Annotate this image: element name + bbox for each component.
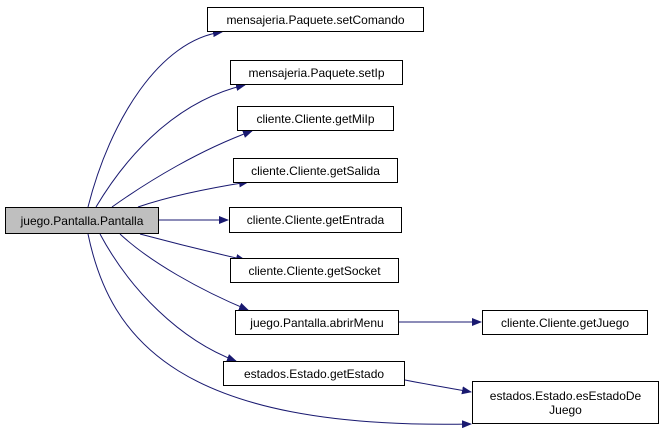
node-getsalida[interactable]: cliente.Cliente.getSalida: [233, 158, 398, 183]
node-label: cliente.Cliente.getEntrada: [246, 213, 385, 227]
call-edge-root-to-getEstado: [99, 233, 237, 362]
node-getentrada[interactable]: cliente.Cliente.getEntrada: [229, 207, 402, 233]
node-label: cliente.Cliente.getSocket: [248, 263, 381, 278]
call-edge-getEstado-to-esEstadoDeJuego: [404, 379, 472, 395]
node-label: cliente.Cliente.getJuego: [500, 315, 630, 330]
call-edge-root-to-esEstadoDeJuego: [87, 233, 472, 429]
node-label: cliente.Cliente.getMiIp: [256, 111, 375, 126]
node-label: juego.Pantalla.abrirMenu: [250, 315, 384, 330]
node-label: estados.Estado.getEstado: [243, 366, 385, 381]
node-label: mensajeria.Paquete.setComando: [226, 12, 405, 27]
call-edge-root-to-getMiIp: [111, 130, 253, 208]
call-edge-root-to-setComando: [87, 29, 223, 208]
node-getmiip[interactable]: cliente.Cliente.getMiIp: [237, 106, 394, 131]
call-edge-root-to-setIp: [95, 83, 246, 208]
call-edge-root-to-getSocket: [139, 233, 246, 262]
call-edge-root-to-getSalida: [137, 179, 249, 208]
node-label: cliente.Cliente.getSalida: [251, 163, 380, 178]
node-abrirmenu[interactable]: juego.Pantalla.abrirMenu: [235, 310, 399, 335]
node-setcomando[interactable]: mensajeria.Paquete.setComando: [207, 7, 424, 32]
node-setip[interactable]: mensajeria.Paquete.setIp: [230, 60, 403, 85]
node-getjuego[interactable]: cliente.Cliente.getJuego: [482, 310, 648, 335]
node-label: juego.Pantalla.Pantalla: [20, 213, 144, 228]
node-esestadodejuego[interactable]: estados.Estado.esEstadoDe Juego: [472, 381, 659, 424]
node-label-line2: Juego: [549, 402, 582, 417]
node-label-line1: estados.Estado.esEstadoDe: [489, 388, 642, 403]
node-root-pantalla[interactable]: juego.Pantalla.Pantalla: [5, 207, 159, 234]
node-getestado[interactable]: estados.Estado.getEstado: [223, 361, 405, 386]
node-getsocket[interactable]: cliente.Cliente.getSocket: [230, 258, 399, 283]
node-label: mensajeria.Paquete.setIp: [248, 65, 385, 80]
call-edge-root-to-abrirMenu: [119, 233, 249, 311]
